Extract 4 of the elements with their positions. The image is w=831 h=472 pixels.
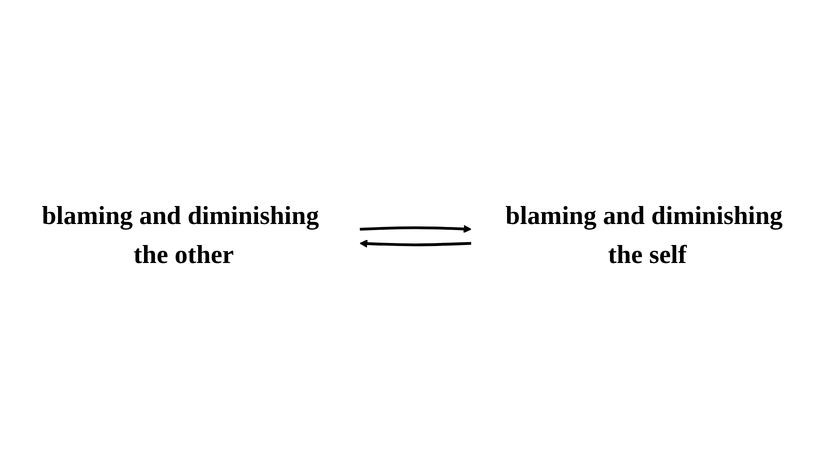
- arrow: [359, 239, 472, 248]
- node-text: blaming and diminishing the other: [42, 202, 319, 270]
- arrow: [360, 224, 472, 233]
- node-text: blaming and diminishing the self: [506, 202, 783, 270]
